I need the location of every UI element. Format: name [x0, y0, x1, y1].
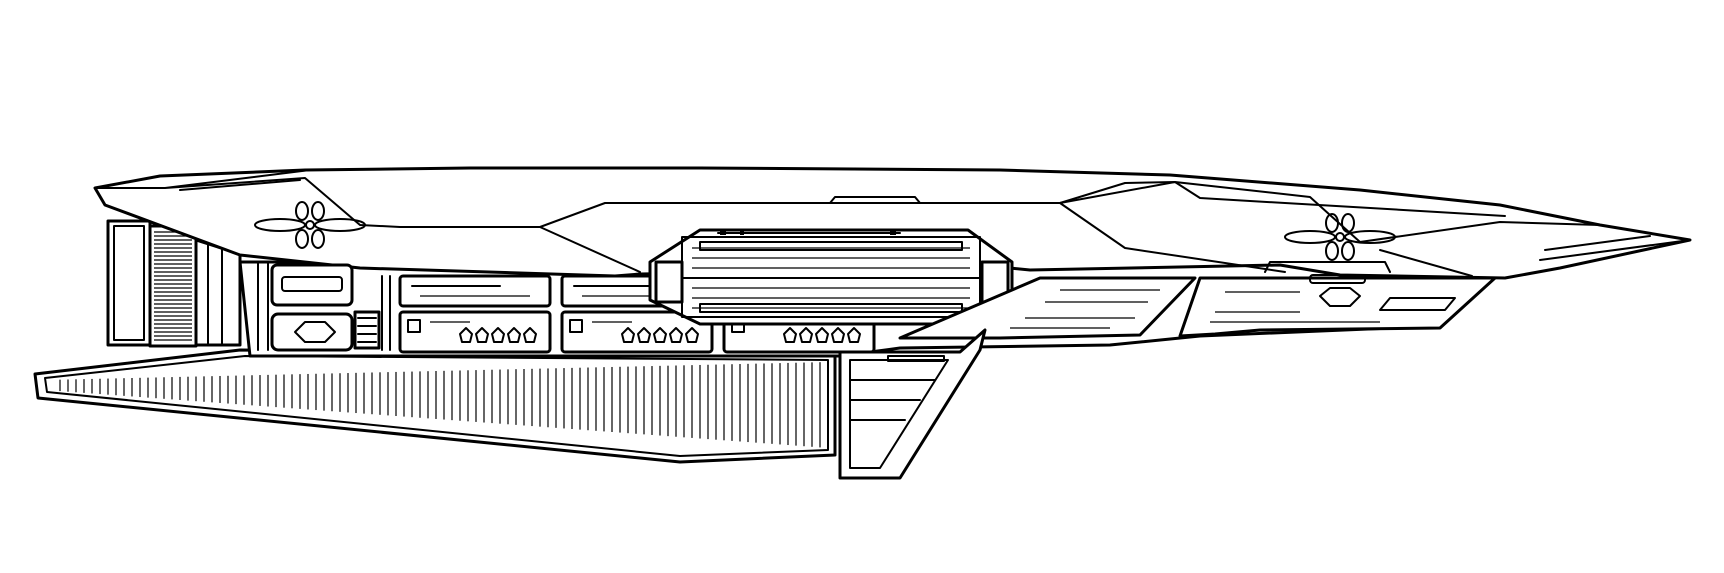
bay-lower-socket [783, 327, 797, 343]
lower-hull-outline [33, 348, 837, 464]
bay-lower-socket [653, 327, 667, 343]
module-b-sides [257, 261, 391, 351]
deck-right-shroud [1264, 261, 1391, 273]
emblem-right-pod-1 [1325, 213, 1339, 233]
emblem-left-pod-3 [295, 229, 309, 249]
lower-hull [33, 348, 837, 464]
emblem-left [254, 201, 366, 249]
emblem-right-pod-2 [1341, 213, 1355, 233]
emblem-right-core [1335, 232, 1345, 242]
bay-lower-socket [475, 327, 489, 343]
emblem-left-pod-1 [295, 201, 309, 221]
bay-lower-socket [799, 327, 813, 343]
module-a-bottom [270, 312, 354, 352]
deck-right-rail [1309, 274, 1366, 284]
bay-lower-socket [507, 327, 521, 343]
bay-lower-socket [637, 327, 651, 343]
module-a-top [270, 263, 354, 307]
emblem-left-pod-4 [311, 229, 325, 249]
container-top-marker-1 [720, 231, 726, 235]
engine-block [106, 219, 242, 348]
bay-lower [398, 310, 552, 354]
module-a-bottom-detail [294, 321, 336, 343]
bay-lower-hatch [569, 319, 583, 333]
container-cap-left [654, 260, 684, 304]
fin-top-vent [887, 355, 945, 362]
container-band [699, 303, 963, 313]
ventral-fin [838, 328, 987, 480]
deck-right-1 [898, 276, 1197, 340]
engine-collar [194, 238, 242, 347]
bay-upper [398, 274, 552, 308]
container-top-marker-2 [740, 231, 744, 235]
module-a-side-lines [357, 317, 377, 343]
upper-hull-notch [829, 196, 921, 204]
bay-lower-socket [459, 327, 473, 343]
bay-lower-socket [847, 327, 861, 343]
container-slats [681, 241, 981, 313]
engine-collar-detail [207, 243, 223, 346]
container-top-marker-3 [890, 231, 896, 235]
module-a-top-inner [281, 276, 343, 292]
bay-lower-socket [491, 327, 505, 343]
emblem-right-pod-3 [1325, 241, 1339, 261]
engine-grille [154, 231, 192, 341]
fin-outline [838, 328, 987, 480]
lower-hull-inner-edge [44, 355, 829, 457]
upper-hull-panel-1 [94, 169, 641, 273]
upper-hull [93, 166, 1692, 280]
bay-lower-socket [669, 327, 683, 343]
bay-lower-socket [685, 327, 699, 343]
bay-lower-socket [815, 327, 829, 343]
bay-lower-hatch [407, 319, 421, 333]
hull-ribs [59, 362, 821, 448]
deck-lines [1010, 289, 1380, 329]
emblem-right-pod-4 [1341, 241, 1355, 261]
upper-hull-panel-2 [539, 181, 1601, 243]
bay-lower-socket [621, 327, 635, 343]
container-band [699, 241, 963, 251]
deck-right-pod [1319, 287, 1361, 307]
bay-lower-socket [523, 327, 537, 343]
emblem-right [1284, 213, 1396, 261]
central-container [648, 228, 1014, 326]
deck-right-hatch [1379, 297, 1456, 311]
upper-hull-panel-4 [179, 179, 1691, 261]
emblem-left-core [305, 220, 315, 230]
left-cargo-modules [257, 261, 391, 352]
emblem-left-pod-2 [311, 201, 325, 221]
engine-casing-inner [113, 225, 145, 341]
upper-hull-panel-3 [1059, 181, 1506, 277]
fin-detail [849, 379, 936, 421]
bay-lower-socket [831, 327, 845, 343]
right-decks [898, 261, 1497, 340]
